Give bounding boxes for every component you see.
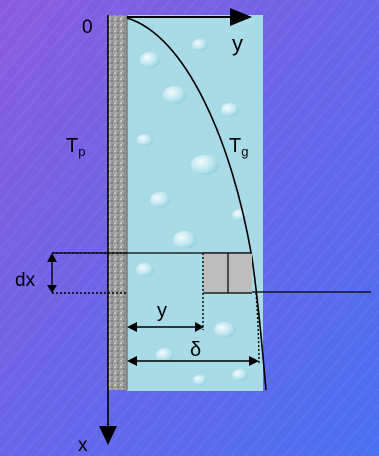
profile-curve xyxy=(126,17,267,391)
y-dimension-arrow xyxy=(127,322,204,332)
y-axis-arrow xyxy=(127,8,252,26)
control-element xyxy=(202,252,252,294)
liquid-region xyxy=(127,15,263,391)
gas-temperature-subscript: g xyxy=(241,144,249,159)
y-distance-label: y xyxy=(157,300,167,322)
thickness-label: δ xyxy=(190,339,202,361)
gas-temperature-base: T xyxy=(229,135,242,157)
origin-label: 0 xyxy=(82,17,93,38)
dx-dimension-arrow xyxy=(47,253,57,293)
wall-temperature-subscript: p xyxy=(78,144,86,159)
wall-temperature-label: Tp xyxy=(66,136,85,158)
x-axis-label: x xyxy=(78,435,88,456)
water-droplets xyxy=(136,39,248,385)
delta-dimension-arrow xyxy=(127,356,259,366)
dx-label: dx xyxy=(15,270,36,291)
x-axis-arrow xyxy=(99,15,117,445)
wall-temperature-base: T xyxy=(66,135,79,157)
gas-temperature-label: Tg xyxy=(229,136,248,158)
y-axis-label: y xyxy=(232,31,243,56)
wall xyxy=(108,15,128,390)
